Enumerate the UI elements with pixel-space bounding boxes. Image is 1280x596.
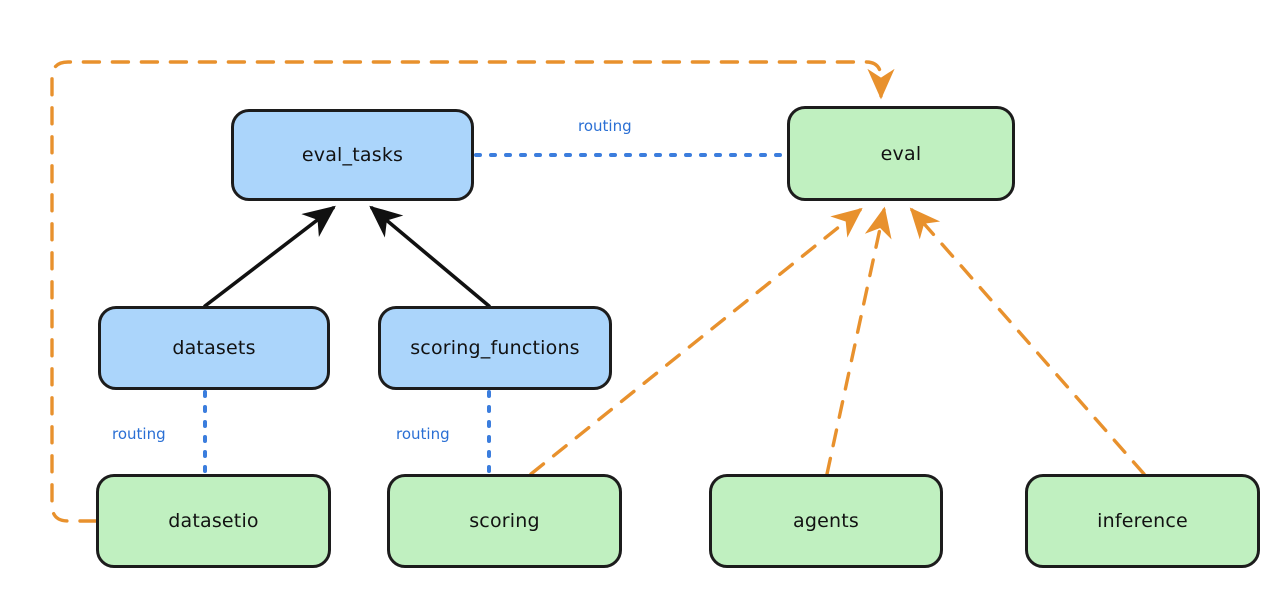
edge-label-text: routing xyxy=(578,117,632,135)
node-label: agents xyxy=(793,510,859,532)
edge-label-routing-datasets: routing xyxy=(112,425,166,443)
node-agents[interactable]: agents xyxy=(709,474,943,568)
node-eval-tasks[interactable]: eval_tasks xyxy=(231,109,474,201)
node-label: scoring_functions xyxy=(410,337,580,359)
edge-label-routing-scoring-functions: routing xyxy=(396,425,450,443)
node-scoring-functions[interactable]: scoring_functions xyxy=(378,306,612,390)
node-datasets[interactable]: datasets xyxy=(98,306,330,390)
node-inference[interactable]: inference xyxy=(1025,474,1260,568)
node-label: scoring xyxy=(469,510,540,532)
edge-inference-to-eval xyxy=(909,207,1146,476)
node-label: eval_tasks xyxy=(301,144,404,166)
edge-agents-to-eval xyxy=(825,206,892,476)
edge-label-text: routing xyxy=(396,425,450,443)
node-scoring[interactable]: scoring xyxy=(387,474,622,568)
edge-scoring-to-eval xyxy=(529,207,863,476)
edge-label-text: routing xyxy=(112,425,166,443)
node-label: inference xyxy=(1097,510,1188,532)
node-label: eval xyxy=(880,142,922,165)
node-datasetio[interactable]: datasetio xyxy=(96,474,331,568)
edge-label-routing-eval-tasks: routing xyxy=(578,117,632,135)
node-label: datasets xyxy=(172,337,256,359)
edge-scoring_functions-to-eval_tasks xyxy=(369,205,491,308)
edge-datasetio-to-eval xyxy=(50,60,895,523)
node-label: datasetio xyxy=(168,510,259,532)
node-eval[interactable]: eval xyxy=(787,106,1015,201)
edge-datasets-to-eval_tasks xyxy=(203,205,336,308)
